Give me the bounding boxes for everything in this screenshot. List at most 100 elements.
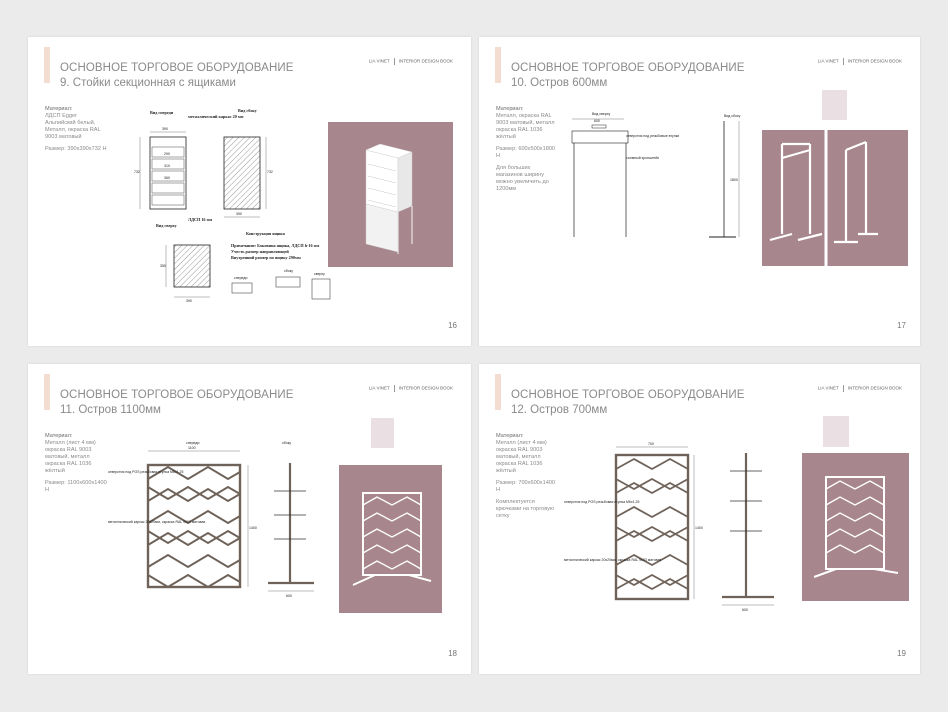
note-2: Учесть размер направляющей: [231, 249, 289, 254]
page-19: ОСНОВНОЕ ТОРГОВОЕ ОБОРУДОВАНИЕ 12. Остро…: [479, 364, 920, 674]
product-thumbnail: [823, 416, 849, 447]
material-text: Металл (лист 4 мм) окраска RAL 9003 мато…: [45, 439, 96, 474]
material-text: Металл (лист 4 мм) окраска RAL 9003 мато…: [496, 439, 547, 474]
accent-bar: [44, 47, 50, 83]
label-chipboard: ЛДСП 16 мм: [188, 217, 212, 222]
crossbar: съемный кронштейн: [626, 156, 659, 160]
extra-text: Для больших магазинов ширину можно увели…: [496, 164, 549, 192]
dim-width: 600: [594, 119, 600, 123]
dim-label: 310: [164, 164, 170, 168]
page-16: ОСНОВНОЕ ТОРГОВОЕ ОБОРУДОВАНИЕ 9. Стойки…: [28, 37, 471, 346]
label-front: спереди: [234, 276, 247, 280]
brand-name: LIA VINET: [817, 58, 839, 64]
brand-header: LIA VINET INTERIOR DESIGN BOOK: [369, 385, 453, 392]
size-text: Размер: 700х600х1400 Н: [496, 479, 556, 493]
size-text: Размер: 390х390х732 Н: [45, 145, 107, 152]
dim-width: 1100: [188, 446, 196, 450]
dim-height: 1400: [695, 526, 703, 530]
label-side: сбоку: [284, 269, 293, 273]
description: Материал:ЛДСП Egger Альпийский белый, Ме…: [45, 106, 107, 158]
label-front-view: Вид спереди: [150, 110, 174, 115]
brand-name: LIA VINET: [817, 385, 839, 391]
note-2: металлический каркас 20х20мм, окраска RA…: [108, 520, 205, 524]
dim-label: 732: [134, 170, 140, 174]
technical-drawing: Вид спереди 390 732 290 310 360 металлич…: [116, 107, 336, 317]
accent-bar: [495, 47, 501, 83]
page-number: 18: [448, 649, 457, 658]
page-title: ОСНОВНОЕ ТОРГОВОЕ ОБОРУДОВАНИЕ: [60, 62, 294, 74]
dim-label: 350: [160, 264, 166, 268]
brand-book: INTERIOR DESIGN BOOK: [847, 58, 902, 64]
note-3: Внутренний размер по ящику 290мм: [231, 255, 301, 260]
page-number: 19: [897, 649, 906, 658]
dim-height: 1800: [730, 178, 738, 182]
page-subtitle: 12. Остров 700мм: [511, 404, 608, 416]
material-label: Материал:: [45, 106, 73, 112]
product-render: [762, 130, 908, 266]
extra-text: Комплектуется крючками на торговую сетку: [496, 498, 555, 519]
page-18: ОСНОВНОЕ ТОРГОВОЕ ОБОРУДОВАНИЕ 11. Остро…: [28, 364, 471, 674]
note-1: Примечание: Боковина ящика, ЛДСП h-16 мм: [231, 243, 320, 248]
accent-bar: [44, 374, 50, 410]
product-thumbnail: [371, 418, 394, 448]
dim-label: 390: [162, 127, 168, 131]
material-text: ЛДСП Egger Альпийский белый, Металл, окр…: [45, 112, 101, 140]
dim-label: 360: [164, 176, 170, 180]
product-render: [802, 453, 909, 601]
label-top: сверху: [314, 272, 325, 276]
dim-label: 390: [186, 299, 192, 303]
dim-depth: 600: [742, 608, 748, 612]
description: Материал:Металл (лист 4 мм) окраска RAL …: [496, 433, 558, 525]
description: Материал:Металл, окраска RAL 9003 матовы…: [496, 106, 558, 198]
page-subtitle: 10. Остров 600мм: [511, 77, 608, 89]
material-label: Материал:: [496, 433, 524, 439]
technical-drawing: Вид сверху 600 отверстия под резьбовые в…: [564, 109, 744, 249]
brand-header: LIA VINET INTERIOR DESIGN BOOK: [818, 58, 902, 65]
label-side-view: Вид сбоку: [238, 108, 258, 113]
dim-label: 390: [236, 212, 242, 216]
product-render: [339, 465, 442, 613]
material-text: Металл, окраска RAL 9003 матовый, металл…: [496, 112, 555, 140]
product-thumbnail: [822, 90, 847, 120]
page-number: 16: [448, 321, 457, 330]
page-subtitle: 9. Стойки секционная с ящиками: [60, 77, 236, 89]
brand-book: INTERIOR DESIGN BOOK: [398, 58, 453, 64]
size-text: Размер: 1100х600х1400 Н: [45, 479, 107, 493]
technical-drawing: спереди сбоку 1100 1400 отверстия под PO…: [108, 439, 333, 599]
dim-label: 290: [164, 152, 170, 156]
note-1: отверстия под POS резьбовая втулка M6x1,…: [108, 470, 183, 474]
brand-book: INTERIOR DESIGN BOOK: [847, 385, 902, 391]
brand-name: LIA VINET: [368, 385, 390, 391]
brand-name: LIA VINET: [368, 58, 390, 64]
label-side: сбоку: [282, 441, 291, 445]
note-1: отверстия под POS резьбовая втулка M6x1,…: [564, 500, 639, 504]
product-render: [328, 122, 453, 267]
page-17: ОСНОВНОЕ ТОРГОВОЕ ОБОРУДОВАНИЕ 10. Остро…: [479, 37, 920, 346]
note: отверстия под резьбовые втулки: [626, 134, 679, 138]
material-label: Материал:: [496, 106, 524, 112]
label-front: спереди: [186, 441, 199, 445]
dim-label: 732: [267, 170, 273, 174]
page-title: ОСНОВНОЕ ТОРГОВОЕ ОБОРУДОВАНИЕ: [60, 389, 294, 401]
dim-width: 700: [648, 442, 654, 446]
brand-header: LIA VINET INTERIOR DESIGN BOOK: [818, 385, 902, 392]
dim-depth: 600: [286, 594, 292, 598]
page-subtitle: 11. Остров 1100мм: [60, 404, 161, 416]
label-metal-frame: металлический каркас 20 мм: [188, 114, 244, 119]
page-title: ОСНОВНОЕ ТОРГОВОЕ ОБОРУДОВАНИЕ: [511, 62, 745, 74]
label-construction: Конструкция ящика: [246, 231, 286, 236]
label-top-view: Вид сверху: [156, 223, 178, 228]
note-2: металлический каркас 20х20мм, окраска RA…: [564, 558, 661, 562]
dim-height: 1400: [249, 526, 257, 530]
page-number: 17: [897, 321, 906, 330]
accent-bar: [495, 374, 501, 410]
material-label: Материал:: [45, 433, 73, 439]
size-text: Размер: 600х500х1800 Н: [496, 145, 556, 159]
brand-header: LIA VINET INTERIOR DESIGN BOOK: [369, 58, 453, 65]
technical-drawing: 700 1400 отверстия под POS резьбовая вту…: [564, 439, 789, 614]
description: Материал:Металл (лист 4 мм) окраска RAL …: [45, 433, 107, 499]
page-title: ОСНОВНОЕ ТОРГОВОЕ ОБОРУДОВАНИЕ: [511, 389, 745, 401]
label-side-view: Вид сбоку: [724, 114, 741, 118]
label-top-view: Вид сверху: [592, 112, 610, 116]
brand-book: INTERIOR DESIGN BOOK: [398, 385, 453, 391]
